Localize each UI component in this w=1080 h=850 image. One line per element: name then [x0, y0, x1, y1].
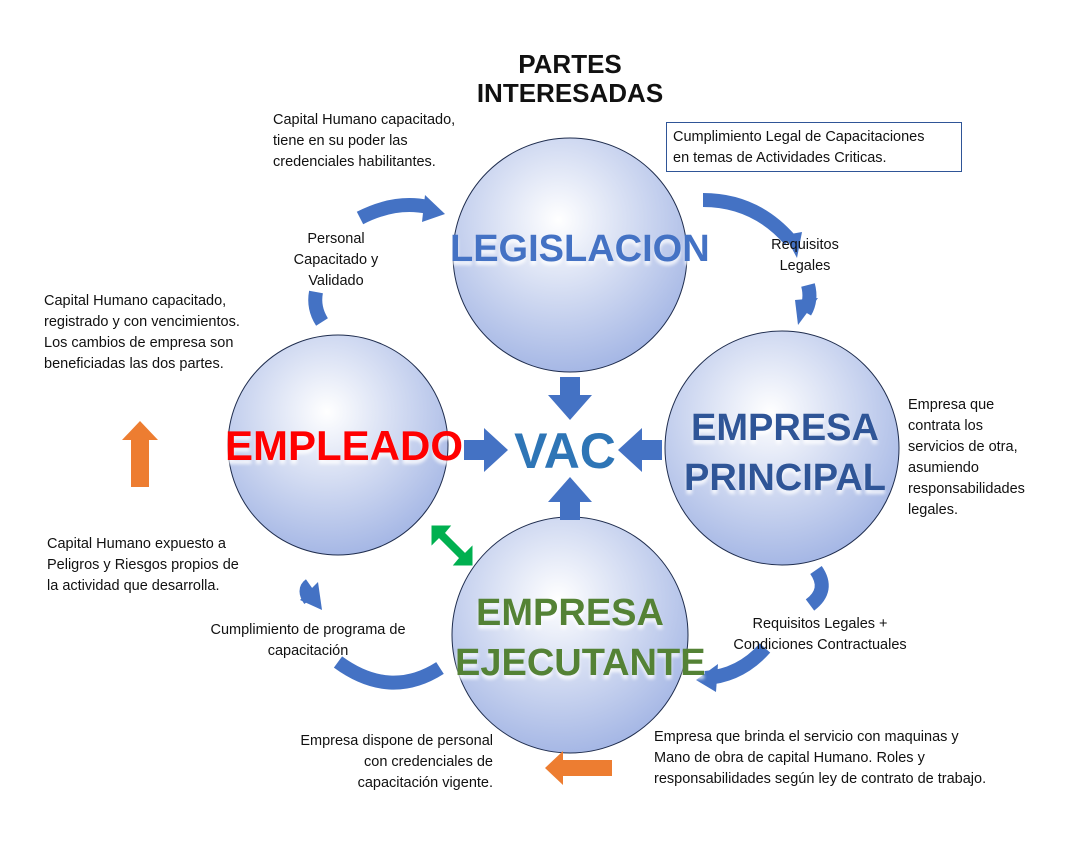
note-brinda: Empresa que brinda el servicio con maqui…: [654, 727, 986, 790]
node-empresa-ejecutante: EMPRESA EJECUTANTE: [455, 588, 706, 688]
text-line: Cumplimiento de programa de: [210, 622, 406, 638]
title-line: INTERESADAS: [476, 78, 664, 108]
text-line: capacitación vigente.: [357, 775, 493, 791]
arrow-up-icon: [548, 477, 592, 520]
node-line: EMPRESA: [476, 592, 664, 634]
text-line: tiene en su poder las: [273, 133, 408, 149]
text-line: Validado: [308, 273, 364, 289]
text-line: Requisitos: [771, 237, 839, 253]
orange-left-arrow-icon: [545, 751, 612, 785]
text-line: Peligros y Riesgos propios de: [47, 557, 239, 573]
text-line: servicios de otra,: [908, 439, 1018, 455]
text-line: Empresa que: [908, 397, 995, 413]
text-line: en temas de Actividades Criticas.: [673, 150, 887, 166]
circle-empresa-principal: [664, 330, 900, 566]
text-line: contrata los: [908, 418, 983, 434]
node-line: EMPRESA: [691, 407, 879, 449]
text-line: la actividad que desarrolla.: [47, 578, 220, 594]
text-line: Requisitos Legales +: [752, 616, 888, 632]
arrow-down-icon: [548, 377, 592, 420]
node-line: EJECUTANTE: [455, 642, 706, 684]
node-empleado: EMPLEADO: [225, 422, 464, 469]
node-vac: VAC: [514, 423, 616, 479]
note-left: Capital Humano capacitado, registrado y c…: [44, 291, 240, 375]
text-line: Empresa dispone de personal: [300, 733, 493, 749]
text-line: Legales: [779, 258, 831, 274]
arrow-left-icon: [618, 428, 662, 472]
text-line: responsabilidades: [908, 481, 1025, 497]
orange-up-arrow-icon: [122, 421, 158, 487]
text-line: Capital Humano capacitado,: [44, 293, 227, 309]
text-line: Empresa que brinda el servicio con maqui…: [654, 729, 959, 745]
note-right: Empresa que contrata los servicios de otra…: [908, 395, 1025, 521]
text-line: Capital Humano capacitado,: [273, 112, 456, 128]
text-line: legales.: [908, 502, 958, 518]
note-contractuales: Requisitos Legales + Condiciones Contract…: [715, 614, 925, 656]
text-line: Los cambios de empresa son: [44, 335, 234, 351]
circle-legislacion: [452, 137, 688, 373]
title-line: PARTES: [518, 49, 622, 79]
node-line: PRINCIPAL: [684, 457, 886, 499]
circle-empleado: [227, 334, 449, 556]
text-line: Personal: [307, 231, 365, 247]
text-line: Capital Humano expuesto a: [47, 536, 226, 552]
text-line: Cumplimiento Legal de Capacitaciones: [673, 129, 925, 145]
node-empresa-principal: EMPRESA PRINCIPAL: [670, 403, 900, 503]
text-line: capacitación: [267, 643, 349, 659]
text-line: con credenciales de: [364, 754, 493, 770]
curved-arrows: [299, 193, 829, 690]
note-programa: Cumplimiento de programa de capacitación: [190, 620, 426, 662]
note-top-left: Capital Humano capacitado, tiene en su po…: [273, 110, 455, 173]
text-line: Condiciones Contractuales: [733, 637, 907, 653]
double-arrow-icon: [431, 525, 473, 566]
curved-arrow-heads: [300, 195, 818, 692]
text-line: beneficiadas las dos partes.: [44, 356, 224, 372]
note-bottom-left: Capital Humano expuesto a Peligros y Ries…: [47, 534, 239, 597]
text-line: responsabilidades según ley de contrato …: [654, 771, 987, 787]
text-line: registrado y con vencimientos.: [44, 314, 240, 330]
node-legislacion: LEGISLACION: [450, 228, 710, 270]
note-box-cumplimiento: Cumplimiento Legal de Capacitaciones en t…: [666, 122, 962, 172]
text-line: credenciales habilitantes.: [273, 154, 436, 170]
arrow-right-icon: [464, 428, 508, 472]
text-line: Mano de obra de capital Humano. Roles y: [654, 750, 925, 766]
text-line: asumiendo: [908, 460, 979, 476]
text-line: Capacitado y: [293, 252, 379, 268]
note-dispone: Empresa dispone de personal con credencia…: [240, 731, 493, 794]
